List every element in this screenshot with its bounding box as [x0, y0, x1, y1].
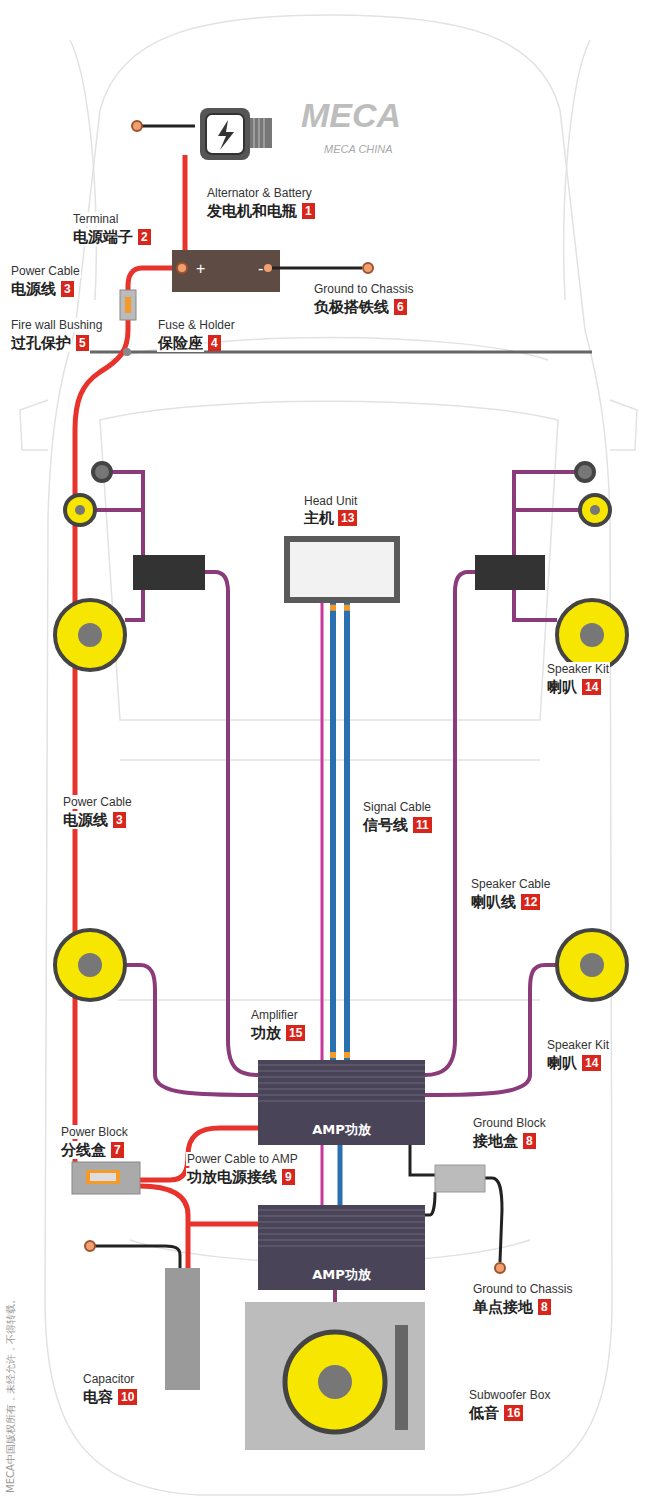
part-name: Terminal [72, 212, 119, 226]
part-name-cn: 负极搭铁线 [313, 298, 390, 316]
svg-text:+: + [196, 260, 205, 277]
cable-line [330, 603, 336, 1060]
part-name: Subwoofer Box [468, 1388, 551, 1402]
part-name: Alternator & Battery [206, 186, 313, 200]
part-name: Power Cable [10, 264, 81, 278]
part-name: Capacitor [82, 1372, 135, 1386]
amp-label: AMP功放 [312, 1266, 371, 1284]
svg-text:-: - [258, 260, 263, 277]
callout-number: 12 [521, 894, 540, 910]
part-name-cn: 接地盒 [472, 1132, 519, 1150]
part-name: Power Block [60, 1125, 129, 1139]
callout-number: 2 [138, 229, 151, 245]
part-name: Ground Block [472, 1116, 547, 1130]
callout-number: 5 [76, 335, 89, 351]
part-name-cn: 保险座 [157, 334, 204, 352]
callout-number: 15 [286, 1025, 305, 1041]
amplifier-box: AMP功放 [258, 1060, 425, 1145]
callout-number: 7 [111, 1142, 124, 1158]
part-name: Ground to Chassis [472, 1282, 573, 1296]
head-unit-screen [284, 536, 400, 603]
part-name-cn: 电源线 [62, 811, 109, 829]
part-name: Head Unit [304, 494, 357, 509]
part-name-cn: 功放 [250, 1024, 282, 1042]
part-name-cn: 信号线 [362, 816, 409, 834]
rca-plug [330, 605, 336, 1058]
part-name-cn: 分线盒 [60, 1141, 107, 1159]
part-name: Speaker Kit [546, 662, 610, 676]
callout-number: 1 [302, 203, 315, 219]
part-name-cn: 喇叭线 [470, 893, 517, 911]
part-name: Signal Cable [362, 800, 432, 814]
callout-number: 3 [113, 812, 126, 828]
callout-number: 16 [504, 1405, 523, 1421]
watermark-logo: MECA CHINA [323, 143, 394, 155]
callout-number: 4 [208, 335, 221, 351]
part-name-cn: 喇叭 [546, 1054, 578, 1072]
callout-number: 10 [118, 1389, 137, 1405]
part-name-cn: 单点接地 [472, 1298, 534, 1316]
copyright-watermark: MECA中国版权所有，未经允许，不得转载。 [4, 1293, 18, 1494]
part-name-cn: 低音 [468, 1404, 500, 1422]
part-name: Fuse & Holder [157, 318, 236, 332]
part-name-cn: 电源线 [10, 280, 57, 298]
callout-number: 8 [523, 1133, 536, 1149]
part-name: Fire wall Bushing [10, 318, 103, 332]
part-name: Ground to Chassis [313, 282, 414, 296]
callout-number: 11 [413, 817, 432, 833]
callout-number: 13 [338, 510, 357, 526]
part-name-cn: 电容 [82, 1388, 114, 1406]
part-name-cn: 喇叭 [546, 678, 578, 696]
part-name: Speaker Cable [470, 877, 551, 891]
watermark-logo: MECA [300, 96, 402, 135]
signal-cable [333, 603, 347, 1060]
callout-number: 14 [582, 679, 601, 695]
callout-number: 6 [394, 299, 407, 315]
part-name-cn: 主机 [304, 509, 334, 528]
part-name-cn: 电源端子 [72, 228, 134, 246]
callout-number: 14 [582, 1055, 601, 1071]
callout-number: 9 [282, 1169, 295, 1185]
part-name: Power Cable [62, 795, 133, 809]
part-name: Speaker Kit [546, 1038, 610, 1052]
part-name: Amplifier [250, 1008, 299, 1022]
part-name-cn: 功放电源接线 [186, 1168, 278, 1186]
callout-number: 8 [538, 1299, 551, 1315]
rca-plug [344, 605, 350, 1058]
callout-number: 3 [61, 281, 74, 297]
cable-line [344, 603, 350, 1060]
part-name: Power Cable to AMP [186, 1152, 299, 1166]
part-name-cn: 过孔保护 [10, 334, 72, 352]
part-name-cn: 发电机和电瓶 [206, 202, 298, 220]
amplifier-box: AMP功放 [258, 1205, 425, 1290]
amp-label: AMP功放 [312, 1121, 371, 1139]
